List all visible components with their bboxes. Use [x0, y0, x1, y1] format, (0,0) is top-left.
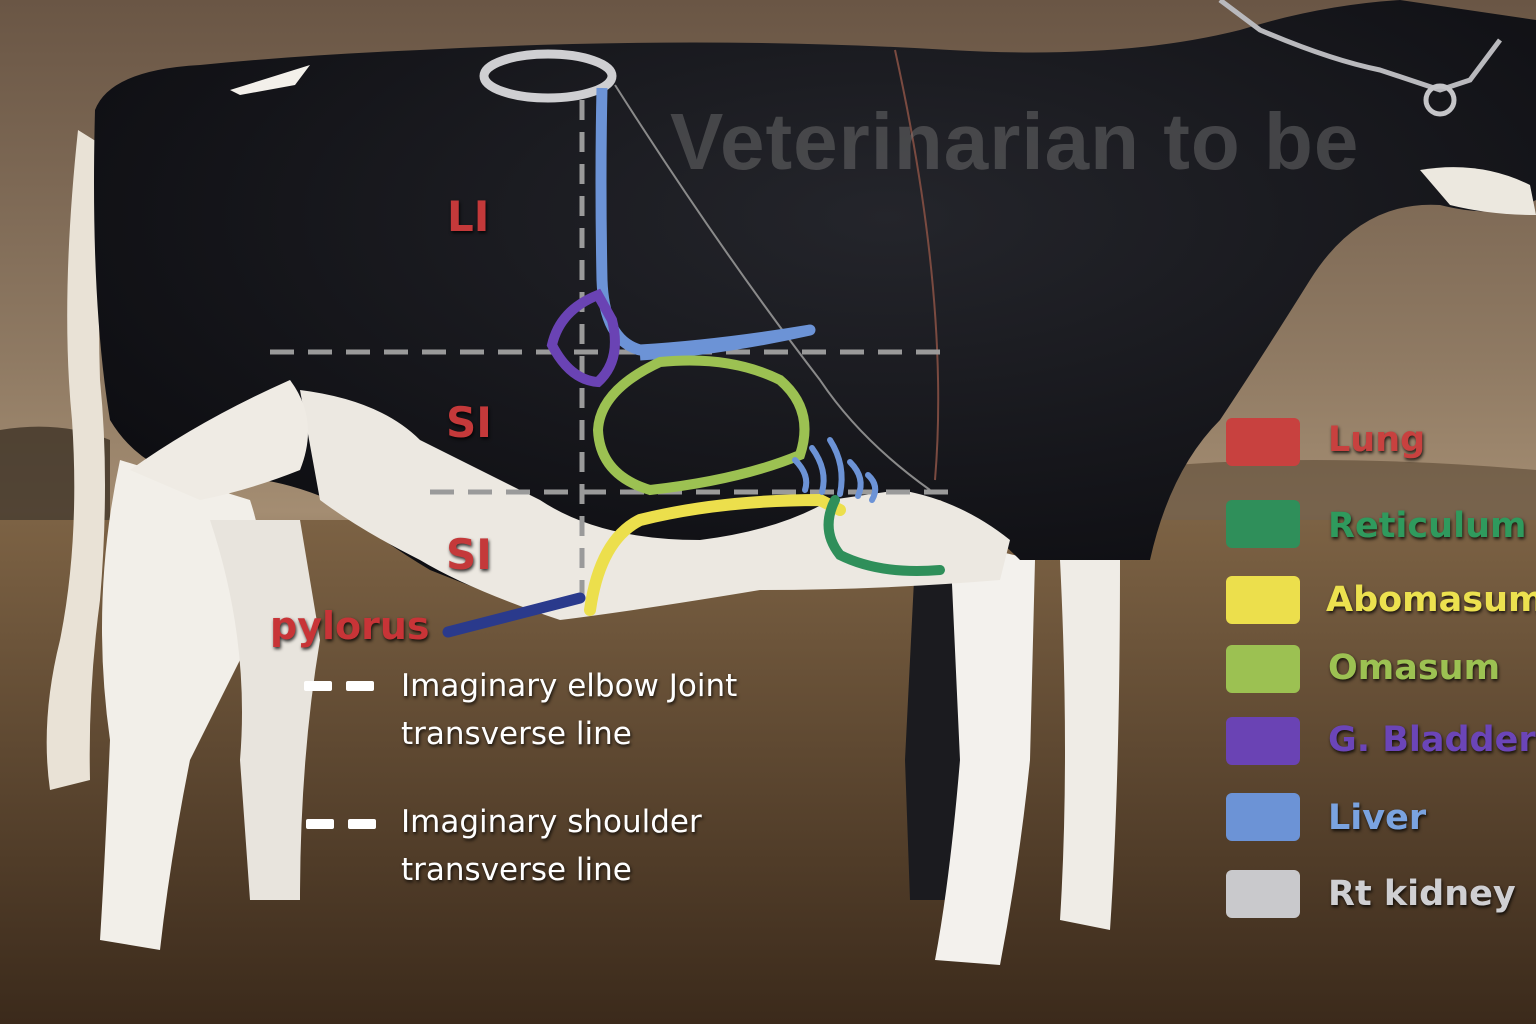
legend-swatch-liver	[1226, 793, 1300, 841]
elbow-note-line-2: transverse line	[401, 716, 632, 752]
elbow-dash-icon-right	[346, 681, 374, 691]
legend-label-abomasum: Abomasum	[1326, 580, 1536, 620]
legend-label-lung: Lung	[1328, 420, 1426, 460]
legend-label-liver: Liver	[1328, 798, 1427, 838]
legend-swatch-omasum	[1226, 645, 1300, 693]
abomasum-outline	[584, 493, 846, 616]
shoulder-note-line-1: Imaginary shoulder	[401, 804, 702, 840]
legend-swatch-lung	[1226, 418, 1300, 466]
cow-rump-patch	[230, 65, 310, 95]
gall-bladder-outline	[546, 288, 620, 388]
region-label-large-intestine: LI	[447, 192, 490, 241]
elbow-dash-icon-left	[304, 681, 332, 691]
region-label-small-intestine-lower: SI	[446, 530, 492, 579]
shoulder-contour	[894, 49, 940, 481]
elbow-note-line-1: Imaginary elbow Joint	[401, 668, 738, 704]
pylorus-label: pylorus	[270, 604, 430, 648]
shoulder-note-line-2: transverse line	[401, 852, 632, 888]
cow-belly-patch	[300, 390, 1010, 620]
shoulder-dash-icon-right	[348, 819, 376, 829]
legend-swatch-gall-bladder	[1226, 717, 1300, 765]
legend-label-reticulum: Reticulum	[1328, 506, 1527, 546]
legend-label-gall-bladder: G. Bladder	[1328, 720, 1536, 760]
legend-label-omasum: Omasum	[1328, 648, 1501, 688]
cow-halter	[1218, 0, 1502, 93]
omasum-outline	[592, 355, 810, 496]
cow-front-leg-far	[905, 560, 970, 900]
region-label-small-intestine-upper: SI	[446, 398, 492, 447]
shoulder-dash-icon-left	[306, 819, 334, 829]
legend-swatch-abomasum	[1226, 576, 1300, 624]
legend-label-kidney: Rt kidney	[1328, 874, 1516, 914]
shoulder-line-note: Imaginary shoulder transverse line	[401, 798, 702, 894]
legend-swatch-reticulum	[1226, 500, 1300, 548]
elbow-line-note: Imaginary elbow Joint transverse line	[401, 662, 737, 758]
halter-ring	[1423, 83, 1457, 117]
kidney-outline	[479, 49, 617, 103]
legend-swatch-kidney	[1226, 870, 1300, 918]
cow-head-patch	[1420, 167, 1536, 215]
tree-line-right	[1120, 460, 1536, 520]
watermark-text: Veterinarian to be	[670, 97, 1360, 186]
reticulum-folds	[792, 437, 879, 503]
cow-front-leg-near	[935, 540, 1035, 965]
cow-front-leg-right	[1060, 560, 1120, 930]
cow-hind-leg-inner	[210, 520, 320, 900]
reticulum-outline	[823, 495, 945, 576]
cow-flank-patch	[130, 380, 308, 500]
liver-outline	[595, 87, 816, 361]
pylorus-duct	[442, 592, 586, 638]
cow-hind-leg	[100, 460, 264, 950]
cow-tail	[46, 130, 110, 790]
lung-contour	[614, 84, 931, 491]
